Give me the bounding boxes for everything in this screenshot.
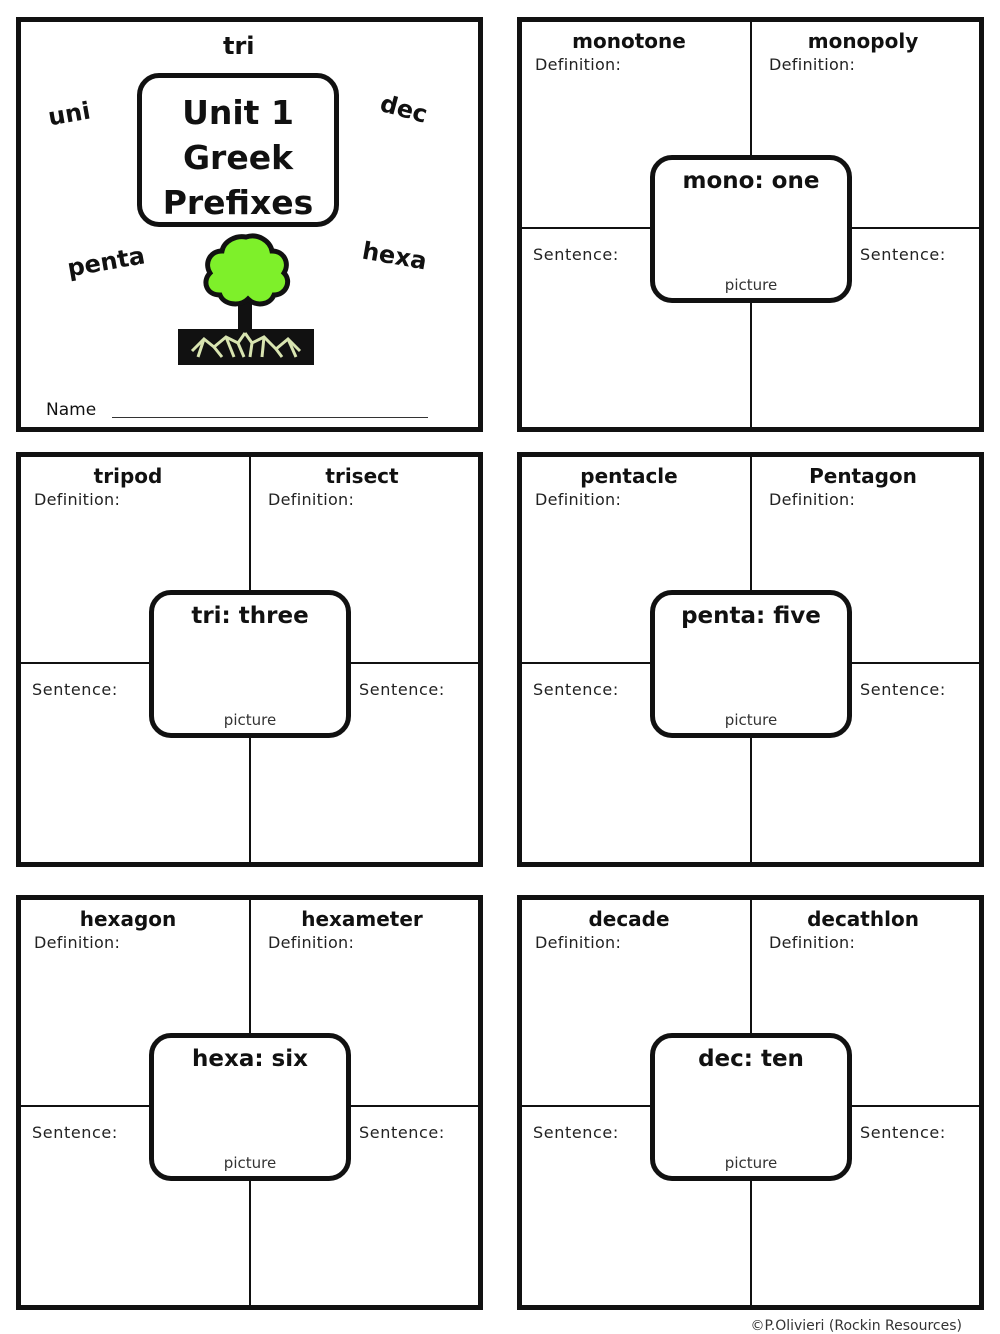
root-meaning-box: tri: three picture [149, 590, 351, 738]
vocab-word-right: trisect [325, 464, 399, 488]
sentence-label-left: Sentence: [533, 245, 619, 264]
picture-label: picture [724, 1154, 778, 1172]
root-meaning: mono: one [682, 168, 820, 194]
copyright-text: ©P.Olivieri (Rockin Resources) [750, 1318, 963, 1334]
sentence-label-right: Sentence: [860, 245, 946, 264]
definition-label-right: Definition: [769, 490, 856, 509]
root-meaning: hexa: six [192, 1046, 308, 1072]
tree-with-roots-icon [178, 233, 314, 365]
name-label: Name [46, 400, 97, 420]
vocab-word-left: decade [588, 907, 670, 931]
root-meaning-box: dec: ten picture [650, 1033, 852, 1181]
vocab-word-right: monopoly [807, 29, 919, 53]
name-input-line[interactable] [112, 417, 428, 418]
sentence-label-right: Sentence: [359, 1123, 445, 1142]
title-line-1: Unit 1 [182, 93, 294, 132]
vocab-word-left: monotone [572, 29, 686, 53]
definition-label-left: Definition: [535, 55, 622, 74]
sentence-label-right: Sentence: [860, 1123, 946, 1142]
vocab-word-left: hexagon [79, 907, 177, 931]
picture-label: picture [724, 276, 778, 294]
definition-label-right: Definition: [769, 55, 856, 74]
definition-label-right: Definition: [268, 490, 355, 509]
vocab-word-right: Pentagon [809, 464, 917, 488]
unit-title-box: Unit 1 Greek Prefixes [137, 73, 339, 227]
definition-label-left: Definition: [535, 933, 622, 952]
root-meaning: tri: three [191, 603, 309, 629]
vocab-word-right: hexameter [301, 907, 423, 931]
definition-label-right: Definition: [268, 933, 355, 952]
root-meaning-box: hexa: six picture [149, 1033, 351, 1181]
definition-label-right: Definition: [769, 933, 856, 952]
title-line-3: Prefixes [162, 183, 314, 222]
sentence-label-left: Sentence: [32, 1123, 118, 1142]
sentence-label-right: Sentence: [860, 680, 946, 699]
sentence-label-left: Sentence: [32, 680, 118, 699]
vocab-word-left: pentacle [580, 464, 678, 488]
title-line-2: Greek [182, 138, 294, 177]
definition-label-left: Definition: [34, 933, 121, 952]
root-meaning: dec: ten [698, 1046, 804, 1072]
picture-label: picture [223, 1154, 277, 1172]
vocab-word-left: tripod [93, 464, 163, 488]
sentence-label-left: Sentence: [533, 1123, 619, 1142]
root-meaning-box: mono: one picture [650, 155, 852, 303]
definition-label-left: Definition: [535, 490, 622, 509]
sentence-label-left: Sentence: [533, 680, 619, 699]
prefix-word-tri: tri [223, 32, 255, 60]
root-meaning-box: penta: five picture [650, 590, 852, 738]
picture-label: picture [223, 711, 277, 729]
sentence-label-right: Sentence: [359, 680, 445, 699]
vocab-word-right: decathlon [807, 907, 919, 931]
root-meaning: penta: five [681, 603, 821, 629]
picture-label: picture [724, 711, 778, 729]
definition-label-left: Definition: [34, 490, 121, 509]
